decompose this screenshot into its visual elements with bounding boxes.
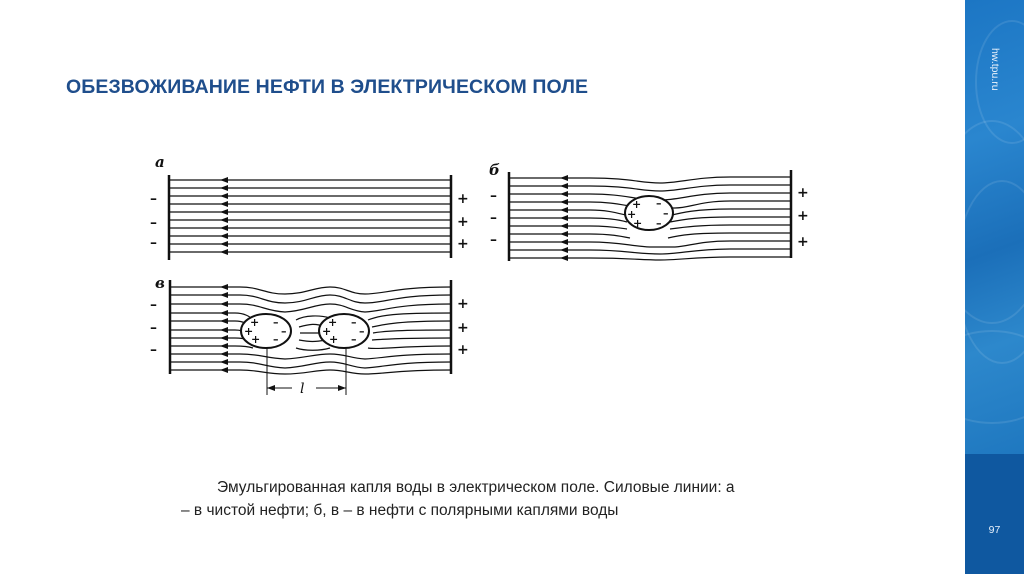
sidebar-footer-band [965,454,1024,574]
panel-c-label: в [155,274,165,292]
svg-text:+: + [250,316,259,329]
svg-text:–: – [351,333,357,346]
svg-text:+: + [457,296,469,312]
sidebar-decoration: hw.tpu.ru 97 [965,0,1024,574]
slide-title: ОБЕЗВОЖИВАНИЕ НЕФТИ В ЭЛЕКТРИЧЕСКОМ ПОЛЕ [66,76,589,98]
svg-text:–: – [150,215,157,231]
svg-text:+: + [632,198,641,211]
sidebar-building-image [965,0,1024,454]
svg-text:–: – [490,232,497,248]
svg-text:+: + [457,342,469,358]
panel-a: а – – – + + + [150,153,469,260]
svg-text:–: – [656,217,662,230]
svg-text:+: + [457,236,469,252]
figure-caption: Эмульгированная капля воды в электрическ… [181,476,841,522]
svg-text:+: + [633,217,642,230]
distance-label: l [300,381,304,397]
field-lines-figure: а ––– +++ б [140,145,840,420]
svg-text:–: – [150,342,157,358]
svg-text:–: – [150,297,157,313]
svg-text:–: – [656,197,662,210]
svg-text:+: + [329,333,338,346]
svg-text:–: – [490,210,497,226]
svg-text:+: + [457,320,469,336]
svg-text:–: – [663,207,669,220]
site-url: hw.tpu.ru [989,48,1001,91]
svg-text:–: – [351,316,357,329]
svg-text:–: – [359,325,365,338]
svg-text:+: + [328,316,337,329]
svg-text:–: – [150,320,157,336]
svg-text:+: + [244,325,253,338]
panel-c: в [150,274,469,397]
svg-text:+: + [627,208,636,221]
svg-text:–: – [273,316,279,329]
svg-text:+: + [251,333,260,346]
svg-text:–: – [490,188,497,204]
panel-b-label: б [489,161,500,179]
caption-line-1: Эмульгированная капля воды в электрическ… [217,479,735,496]
caption-line-2: – в чистой нефти; б, в – в нефти с поляр… [181,502,619,519]
page-number: 97 [988,524,1001,536]
svg-text:+: + [797,234,809,250]
svg-text:–: – [273,333,279,346]
panel-b: б [489,161,809,261]
svg-text:+: + [457,214,469,230]
panel-a-label: а [155,153,165,171]
svg-text:+: + [457,191,469,207]
svg-text:–: – [150,235,157,251]
svg-text:+: + [322,325,331,338]
svg-text:–: – [281,325,287,338]
svg-text:+: + [797,185,809,201]
svg-text:–: – [150,191,157,207]
svg-text:+: + [797,208,809,224]
